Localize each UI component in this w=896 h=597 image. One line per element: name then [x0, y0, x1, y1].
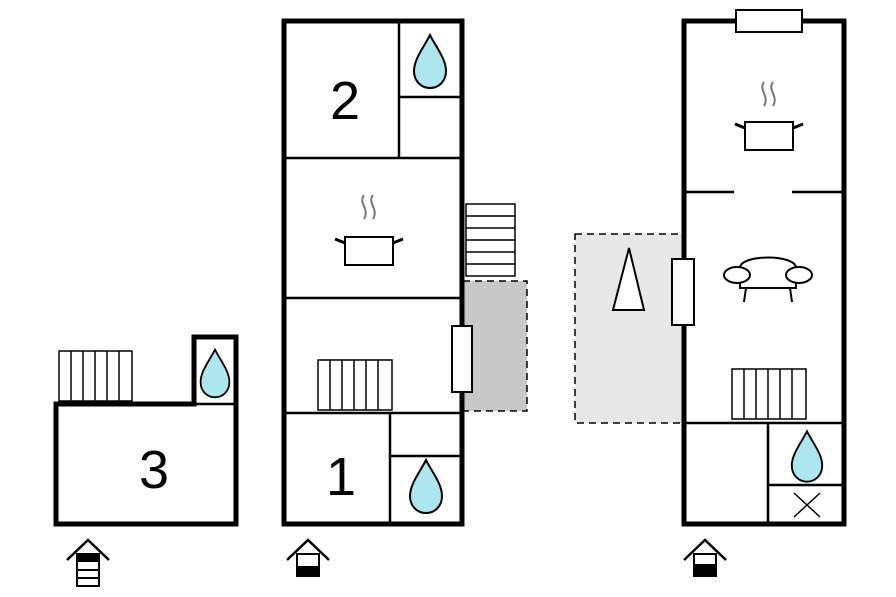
radiator-icon — [731, 368, 807, 420]
water-drop-icon — [409, 459, 443, 514]
water-drop-icon — [790, 430, 824, 483]
floor-plan-3: 3 — [53, 334, 239, 587]
cooking-pot-icon — [334, 194, 404, 266]
entrance-icon — [66, 538, 110, 587]
radiator-icon — [317, 359, 393, 411]
sofa-icon — [723, 256, 813, 303]
room-label-1: 1 — [326, 447, 356, 507]
floor-plan-ground — [574, 9, 847, 577]
storage-x-icon — [793, 492, 821, 518]
entrance-icon — [286, 538, 330, 577]
floor-plan-main: 2 1 — [281, 18, 528, 577]
fireplace-icon — [735, 9, 803, 33]
floor-main-outline — [281, 18, 465, 527]
room-label-3: 3 — [139, 440, 169, 500]
window — [451, 325, 473, 393]
water-drop-icon — [199, 348, 231, 399]
covered-terrace — [462, 280, 528, 412]
room-label-2: 2 — [330, 71, 360, 131]
window — [671, 258, 695, 326]
tent-icon — [611, 247, 646, 311]
water-drop-icon — [413, 34, 447, 89]
entrance-icon — [683, 538, 727, 577]
radiator-icon — [58, 350, 133, 402]
cooking-pot-icon — [734, 81, 804, 151]
stairs-icon — [465, 203, 516, 277]
